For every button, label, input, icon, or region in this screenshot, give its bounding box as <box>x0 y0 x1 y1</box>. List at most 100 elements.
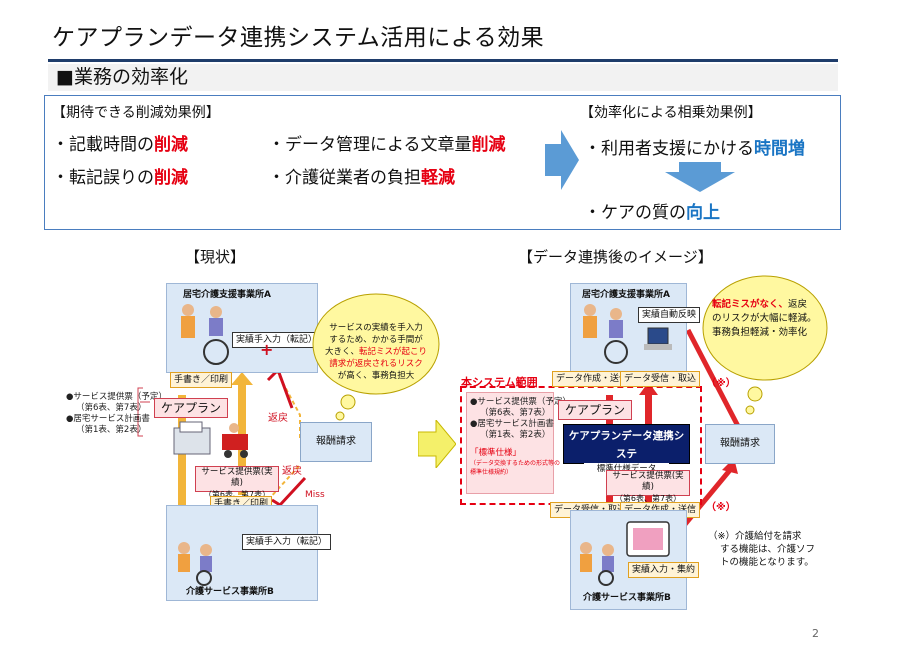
caregiver-wheelchair-icon <box>181 304 229 365</box>
current-cloud-line-5: が高く、事務負担大 <box>337 371 415 381</box>
office-a-after-label: 居宅介護支援事業所A <box>582 290 670 300</box>
asterisk-top: （※） <box>706 378 736 389</box>
tablet-icon <box>626 521 670 557</box>
after-heading: 【データ連携後のイメージ】 <box>518 248 713 266</box>
after-docs: ●サービス提供票（予定） （第6表、第7表） ●居宅サービス計画書 （第1表、第… <box>470 397 571 441</box>
return-label-1: 返戻 <box>268 413 288 424</box>
reduction-item-1: ・記載時間の削減 <box>52 130 188 155</box>
reduction-item-2-emph: 削減 <box>471 135 506 155</box>
synergy-item-1: ・利用者支援にかける時間増 <box>584 134 805 159</box>
careplan-data-system-name: ケアプランデータ連携システ <box>568 430 685 460</box>
reduction-item-3: ・転記誤りの削減 <box>52 163 188 188</box>
standard-note: （データ交換するための形式等の標準仕様規約） <box>470 460 561 476</box>
miss-label-1: Miss <box>305 490 325 500</box>
after-cloud-line-2: のリスクが大幅に軽減。 <box>712 313 817 324</box>
elderly-wheelchair-icon <box>178 542 212 586</box>
current-doc-1: ●サービス提供票（予定） <box>66 392 167 402</box>
reduction-heading: 【期待できる削減効果例】 <box>52 105 220 121</box>
current-doc-3: ●居宅サービス計画書 <box>66 414 150 424</box>
current-cloud-line-4: 請求が返戻されるリスク <box>329 359 423 369</box>
footnote-line-3: トの機能となります。 <box>720 557 814 568</box>
caregiver-wheelchair-icon-after <box>583 304 628 364</box>
office-b-current-label: 介護サービス事業所B <box>186 587 274 597</box>
footnote: （※）介護給付を請求 する機能は、介護ソフ トの機能となります。 <box>708 530 815 569</box>
elderly-wheelchair-icon-after <box>580 542 614 586</box>
after-report: 報酬請求 <box>705 424 775 464</box>
current-cloud-line-1: サービスの実績を手入力 <box>329 323 423 333</box>
reduction-item-1-emph: 削減 <box>154 135 188 155</box>
current-cloud-line-3b: 転記ミスが起こり <box>359 347 428 357</box>
after-cloud-line-1: 転記ミスがなく、返戻 <box>712 298 822 312</box>
transition-arrow-icon <box>418 420 456 468</box>
right-arrow-icon <box>545 130 579 190</box>
after-doc-4: （第1表、第2表） <box>480 430 551 440</box>
reduction-item-1-text: ・記載時間の <box>52 135 154 155</box>
current-service-record: サービス提供票(実績) （第6表、第7表） <box>195 466 279 499</box>
current-cloud-line-3: 大きく、転記ミスが起こり <box>318 346 434 358</box>
synergy-item-2-emph: 向上 <box>686 203 720 223</box>
current-docs: ●サービス提供票（予定） （第6表、第7表） ●居宅サービス計画書 （第1表、第… <box>66 392 167 436</box>
laptop-icon <box>644 327 672 350</box>
subtitle-bar <box>48 64 838 91</box>
footnote-line-2: する機能は、介護ソフ <box>720 544 816 555</box>
after-careplan: ケアプラン <box>558 400 633 420</box>
after-service-record: サービス提供票(実績) （第6表、第7表） <box>606 470 690 503</box>
handwrite-print-top: 手書き／印刷 <box>170 372 233 388</box>
after-cloud-text: 転記ミスがなく、返戻 のリスクが大幅に軽減。 事務負担軽減・効率化 <box>712 298 822 340</box>
current-report: 報酬請求 <box>300 422 372 462</box>
synergy-item-2-text: ・ケアの質の <box>584 203 686 223</box>
fax-mail-icon <box>173 421 248 458</box>
synergy-heading: 【効率化による相乗効果例】 <box>580 105 762 121</box>
after-thought-cloud <box>702 275 828 415</box>
careplan-data-system: ケアプランデータ連携システ 標準仕様データ <box>563 424 690 476</box>
page-title: ケアプランデータ連携システム活用による効果 <box>52 25 545 51</box>
manual-input-bottom: 実績手入力（転記） <box>242 534 332 550</box>
synergy-item-1-text: ・利用者支援にかける <box>584 139 754 159</box>
auto-reflect-label: 実績自動反映 <box>638 307 701 323</box>
standard-label: 「標準仕様」 <box>470 448 522 458</box>
after-service-record-label: サービス提供票(実績) <box>612 471 684 492</box>
reduction-item-2-text: ・データ管理による文章量 <box>268 135 472 155</box>
office-b-current <box>166 505 318 601</box>
current-service-record-tables: （第6表、第7表） <box>203 490 271 499</box>
after-doc-1: ●サービス提供票（予定） <box>470 397 571 407</box>
error-mark-icon-1: + <box>260 340 274 359</box>
after-doc-2: （第6表、第7表） <box>480 408 551 418</box>
current-heading: 【現状】 <box>185 248 246 266</box>
after-service-record-tables: （第6表、第7表） <box>614 494 682 503</box>
current-cloud-text: サービスの実績を手入力 するため、かかる手間が 大きく、転記ミスが起こり 請求が… <box>318 322 434 382</box>
title-rule <box>48 59 838 62</box>
office-a-current-label: 居宅介護支援事業所A <box>183 290 271 300</box>
synergy-item-1-emph: 時間増 <box>754 139 805 159</box>
system-scope-label: 本システム範囲 <box>461 376 538 389</box>
office-b-after-label: 介護サービス事業所B <box>583 593 671 603</box>
current-cloud-line-3a: 大きく、 <box>324 347 359 357</box>
after-cloud-line-3: 事務負担軽減・効率化 <box>712 327 808 338</box>
current-thought-cloud <box>312 293 440 421</box>
page-number: 2 <box>812 627 819 640</box>
manual-input-top: 実績手入力（転記） <box>232 332 322 348</box>
reduction-item-3-text: ・転記誤りの <box>52 168 154 188</box>
down-arrow-icon <box>665 162 735 192</box>
synergy-item-2: ・ケアの質の向上 <box>584 198 720 223</box>
current-service-record-label: サービス提供票(実績) <box>201 467 273 488</box>
after-doc-3: ●居宅サービス計画書 <box>470 419 554 429</box>
after-cloud-line-1a: 転記ミスがなく、 <box>712 299 789 310</box>
reduction-item-4-text: ・介護従業者の負担 <box>268 168 421 188</box>
after-cloud-line-1b: 返戻 <box>788 299 808 310</box>
after-docs-panel <box>466 392 554 494</box>
reduction-item-3-emph: 削減 <box>154 168 188 188</box>
reduction-item-2: ・データ管理による文章量削減 <box>268 130 506 155</box>
section-subtitle: ■業務の効率化 <box>56 66 188 88</box>
current-cloud-line-2: するため、かかる手間が <box>329 335 423 345</box>
reduction-item-4: ・介護従業者の負担軽減 <box>268 163 455 188</box>
data-receive-top: データ受信・取込 <box>620 371 701 387</box>
current-doc-2: （第6表、第7表） <box>76 403 147 413</box>
footnote-line-1: （※）介護給付を請求 <box>708 531 802 542</box>
asterisk-bottom: （※） <box>706 502 736 513</box>
reduction-item-4-emph: 軽減 <box>421 168 455 188</box>
current-doc-4: （第1表、第2表） <box>76 425 147 435</box>
current-careplan: ケアプラン <box>154 398 229 418</box>
return-label-2: 返戻 <box>282 466 302 477</box>
input-aggregate-label: 実績入力・集約 <box>628 562 700 578</box>
